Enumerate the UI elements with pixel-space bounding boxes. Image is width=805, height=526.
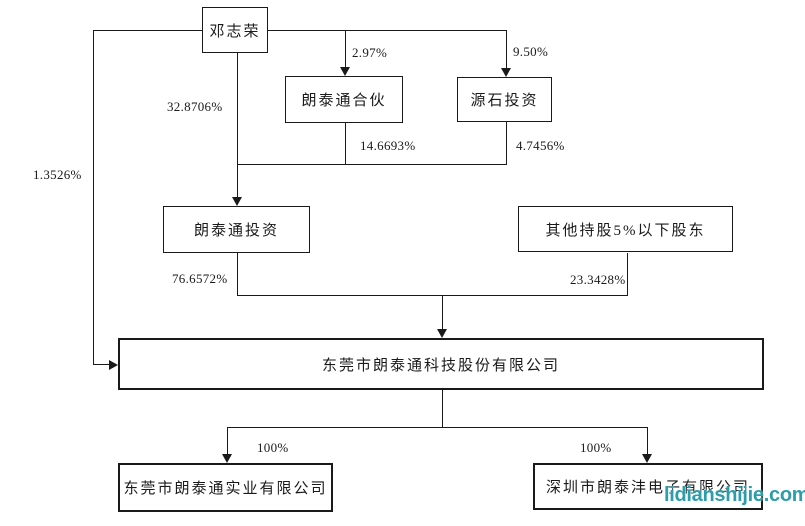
connector-drop-partnership (345, 30, 346, 69)
connector-person-down (237, 53, 238, 164)
node-person: 邓志荣 (202, 7, 268, 53)
arrowhead-into-sub-left (222, 454, 232, 463)
connector-lt-investment-down (237, 253, 238, 296)
node-label: 朗泰通投资 (193, 223, 279, 239)
edge-label-person-lt-investment: 32.8706% (167, 99, 223, 114)
connector-left-rail (93, 30, 94, 365)
node-label: 邓志荣 (209, 23, 261, 40)
edge-label-person-main: 1.3526% (33, 167, 82, 182)
connector-person-right (268, 30, 507, 31)
connector-shareholders-horizontal (237, 295, 628, 296)
edge-label-lt-investment-main: 76.6572% (172, 271, 228, 286)
arrowhead-into-main-top (437, 329, 447, 338)
connector-left-rail-into-main (93, 364, 110, 365)
node-other-shareholders: 其他持股5%以下股东 (518, 206, 733, 252)
connector-partnership-down (345, 123, 346, 164)
node-langtaitong-partnership: 朗泰通合伙 (285, 76, 403, 123)
node-label: 源石投资 (470, 93, 539, 109)
connector-sub-right-down (647, 427, 648, 454)
node-subsidiary-shenzhen: 深圳市朗泰沣电子有限公司 (533, 463, 763, 510)
connector-into-main-down (442, 295, 443, 329)
connector-subsidiaries-horizontal (227, 427, 648, 428)
connector-junction-down (237, 164, 238, 197)
connector-sub-left-down (227, 427, 228, 454)
edge-label-person-yuanshi: 9.50% (513, 44, 549, 59)
arrowhead-into-partnership (340, 67, 350, 76)
connector-other-holders-down (627, 253, 628, 296)
node-label: 东莞市朗泰通科技股份有限公司 (321, 357, 560, 374)
arrowhead-into-lt-investment (232, 197, 242, 206)
arrowhead-into-yuanshi (501, 68, 511, 77)
node-main-company: 东莞市朗泰通科技股份有限公司 (118, 338, 764, 390)
edge-label-other-holders-main: 23.3428% (570, 272, 626, 287)
connector-yuanshi-down (506, 122, 507, 164)
connector-person-left (93, 30, 202, 31)
edge-label-main-sub-left: 100% (257, 440, 289, 455)
arrowhead-into-main-left (109, 360, 118, 370)
node-label: 朗泰通合伙 (301, 93, 387, 109)
edge-label-main-sub-right: 100% (580, 440, 612, 455)
node-langtaitong-investment: 朗泰通投资 (163, 206, 310, 253)
node-yuanshi-investment: 源石投资 (457, 77, 552, 122)
node-label: 其他持股5%以下股东 (545, 222, 706, 239)
edge-label-partnership-lt-investment: 14.6693% (360, 138, 416, 153)
edge-label-person-partnership: 2.97% (352, 45, 388, 60)
connector-junction-horizontal (237, 164, 507, 165)
connector-drop-yuanshi (506, 30, 507, 70)
edge-label-yuanshi-lt-investment: 4.7456% (516, 138, 565, 153)
node-subsidiary-dongguan: 东莞市朗泰通实业有限公司 (118, 463, 333, 512)
connector-main-down (442, 390, 443, 427)
watermark: lidianshijie.com (664, 484, 805, 506)
arrowhead-into-sub-right (642, 454, 652, 463)
node-label: 东莞市朗泰通实业有限公司 (123, 481, 328, 497)
node-label: 深圳市朗泰沣电子有限公司 (545, 480, 750, 496)
